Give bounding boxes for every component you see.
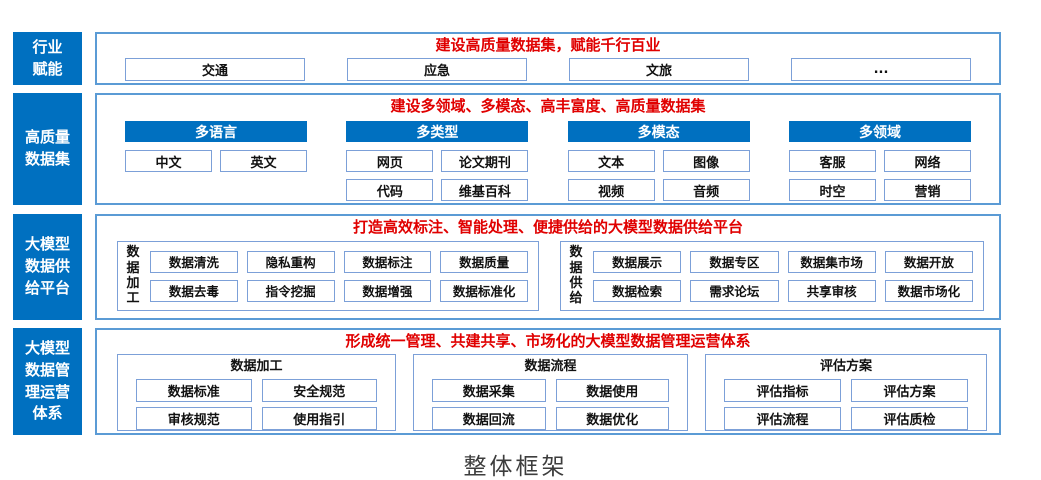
item-box: 视频 [567,179,655,201]
item-box: 隐私重构 [246,250,335,273]
item-box: 数据标准 [136,379,252,402]
industry-items: 交通 应急 文旅 ... [97,58,999,81]
item-box: 音频 [662,179,750,201]
group-data-supply: 数据供给 数据展示 数据专区 数据集市场 数据开放 数据检索 需求论坛 共享审核… [560,241,984,311]
item-box: 时空 [788,179,876,201]
item-box: 网页 [346,150,434,172]
item-box: 共享审核 [787,279,876,302]
diagram-caption: 整体框架 [463,454,568,480]
column-header: 多类型 [346,121,529,142]
item-box: 评估指标 [724,379,841,402]
group-items: 数据清洗 隐私重构 数据标注 数据质量 数据去毒 指令挖掘 数据增强 数据标准化 [150,250,528,302]
column-multitype: 多类型 网页 论文期刊 代码 维基百科 [346,117,529,201]
group-items: 数据采集 数据使用 数据回流 数据优化 [432,379,669,430]
group-header: 数据流程 [524,359,577,374]
item-box: 数据优化 [555,407,669,430]
item-box: 数据增强 [343,279,432,302]
item-box: 网络 [883,150,971,172]
item-box: 数据标准化 [440,279,528,302]
panel-data-management-system: 形成统一管理、共建共享、市场化的大模型数据管理运营体系 数据加工 数据标准 安全… [95,328,1001,435]
column-header: 多语言 [125,121,307,142]
column-items: 文本 图像 视频 音频 [567,150,750,201]
item-box: 评估方案 [851,379,968,402]
item-box: 交通 [125,58,305,81]
item-box: 文旅 [569,58,749,81]
management-groups: 数据加工 数据标准 安全规范 审核规范 使用指引 数据流程 数据采集 数据使用 … [97,354,999,431]
column-items: 客服 网络 时空 营销 [788,150,971,201]
item-box: 数据集市场 [787,250,876,273]
item-box: 使用指引 [261,407,377,430]
row-label-industry-empowerment: 行业 赋能 [13,32,82,85]
item-box-ellipsis: ... [791,58,971,81]
item-box: 维基百科 [441,179,529,201]
group-side-label: 数据加工 [126,245,140,307]
row-label-data-supply-platform: 大模型 数据供 给平台 [13,214,82,320]
item-box: 英文 [220,150,307,172]
item-box: 数据质量 [440,250,528,273]
group-data-flow: 数据流程 数据采集 数据使用 数据回流 数据优化 [413,354,688,431]
dataset-columns: 多语言 中文 英文 多类型 网页 论文期刊 代码 维基百科 多模态 文本 [97,117,999,201]
item-box: 评估质检 [851,407,968,430]
column-multidomain: 多领域 客服 网络 时空 营销 [788,117,971,201]
group-items: 数据标准 安全规范 审核规范 使用指引 [136,379,377,430]
panel-data-supply-platform: 打造高效标注、智能处理、便捷供给的大模型数据供给平台 数据加工 数据清洗 隐私重… [95,214,1001,320]
row-label-high-quality-dataset: 高质量 数据集 [13,93,82,205]
item-box: 评估流程 [724,407,841,430]
item-box: 客服 [788,150,876,172]
item-box: 数据开放 [884,250,973,273]
group-side-label: 数据供给 [569,245,583,307]
supply-groups: 数据加工 数据清洗 隐私重构 数据标注 数据质量 数据去毒 指令挖掘 数据增强 … [97,241,999,311]
column-items: 网页 论文期刊 代码 维基百科 [346,150,529,201]
item-box: 需求论坛 [690,279,779,302]
group-header: 评估方案 [819,359,872,374]
item-box: 数据去毒 [150,279,238,302]
item-box: 数据回流 [432,407,546,430]
item-box: 数据使用 [555,379,669,402]
item-box: 数据清洗 [150,250,238,273]
item-box: 数据采集 [432,379,546,402]
item-box: 图像 [662,150,750,172]
row-title-industry: 建设高质量数据集，赋能千行百业 [435,36,661,54]
panel-industry-empowerment: 建设高质量数据集，赋能千行百业 交通 应急 文旅 ... [95,32,1001,85]
item-box: 安全规范 [261,379,377,402]
row-title-supply-platform: 打造高效标注、智能处理、便捷供给的大模型数据供给平台 [352,218,743,236]
row-title-management-system: 形成统一管理、共建共享、市场化的大模型数据管理运营体系 [345,332,751,350]
column-items: 中文 英文 [125,150,307,172]
item-box: 数据市场化 [884,279,973,302]
item-box: 营销 [883,179,971,201]
group-items: 数据展示 数据专区 数据集市场 数据开放 数据检索 需求论坛 共享审核 数据市场… [593,250,973,302]
group-evaluation-plan: 评估方案 评估指标 评估方案 评估流程 评估质检 [705,354,987,431]
group-header: 数据加工 [230,359,283,374]
column-multilingual: 多语言 中文 英文 [125,117,307,201]
panel-high-quality-dataset: 建设多领域、多模态、高丰富度、高质量数据集 多语言 中文 英文 多类型 网页 论… [95,93,1001,205]
column-multimodal: 多模态 文本 图像 视频 音频 [567,117,750,201]
item-box: 指令挖掘 [246,279,335,302]
column-header: 多领域 [788,121,971,142]
row-title-dataset: 建设多领域、多模态、高丰富度、高质量数据集 [390,97,706,115]
item-box: 数据专区 [690,250,779,273]
item-box: 中文 [125,150,212,172]
item-box: 审核规范 [136,407,252,430]
group-processing-standards: 数据加工 数据标准 安全规范 审核规范 使用指引 [117,354,396,431]
item-box: 代码 [346,179,434,201]
row-label-data-management-system: 大模型 数据管 理运营 体系 [13,328,82,435]
column-header: 多模态 [567,121,750,142]
item-box: 数据展示 [593,250,682,273]
group-items: 评估指标 评估方案 评估流程 评估质检 [724,379,968,430]
item-box: 论文期刊 [441,150,529,172]
item-box: 数据标注 [343,250,432,273]
item-box: 文本 [567,150,655,172]
item-box: 应急 [347,58,527,81]
group-data-processing: 数据加工 数据清洗 隐私重构 数据标注 数据质量 数据去毒 指令挖掘 数据增强 … [117,241,539,311]
item-box: 数据检索 [593,279,682,302]
